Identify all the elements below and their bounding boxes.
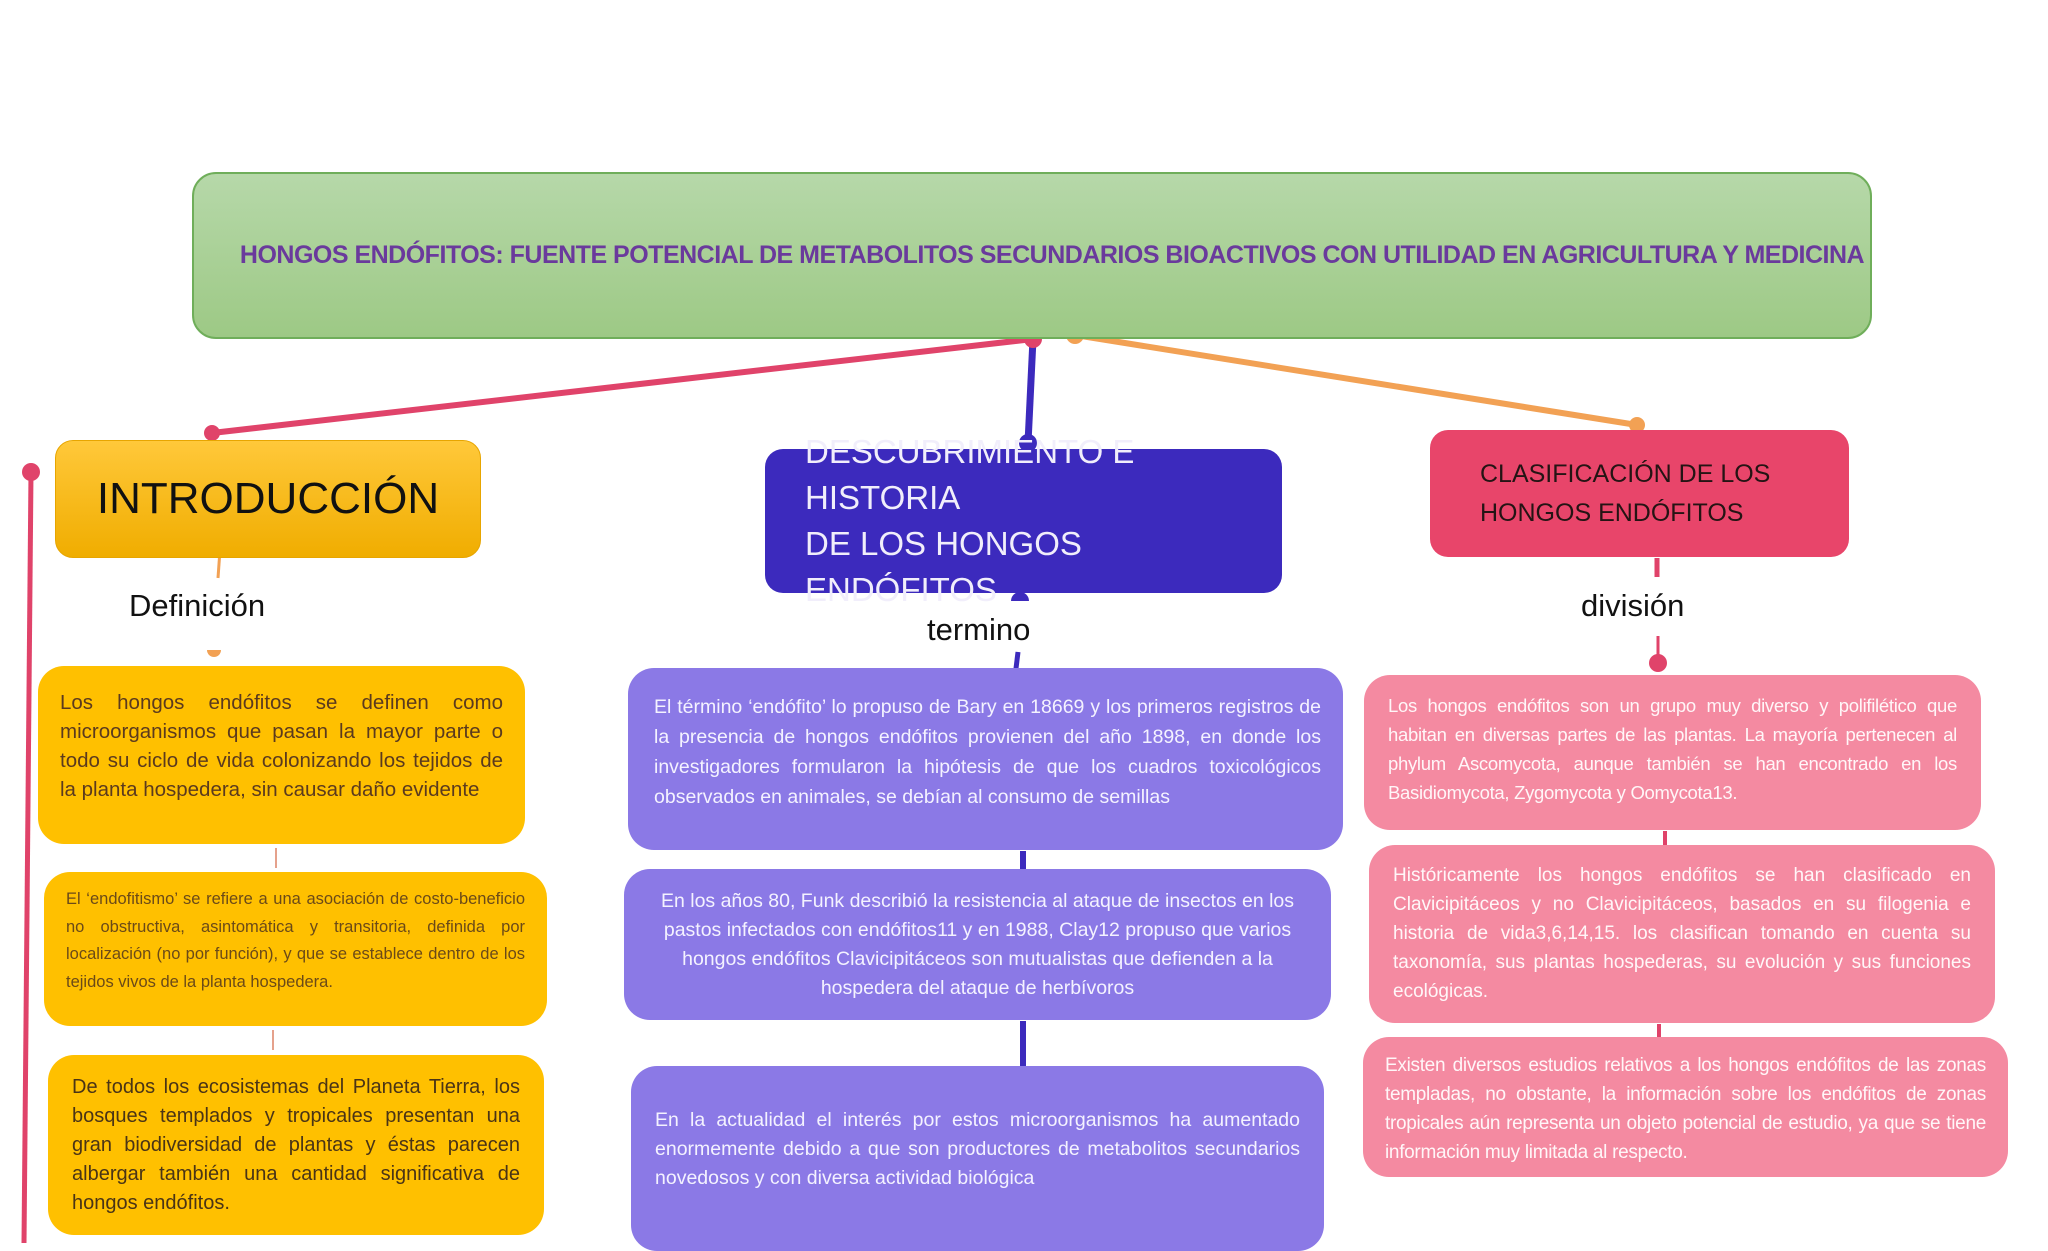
- card-text: Los hongos endófitos se definen como mic…: [60, 691, 503, 801]
- descubrimiento-card: El término ‘endófito’ lo propuso de Bary…: [628, 668, 1343, 850]
- clasificacion-card: Los hongos endófitos son un grupo muy di…: [1364, 675, 1981, 830]
- label-definicion: Definición: [129, 588, 266, 623]
- connector-dot: [1629, 417, 1645, 433]
- clasificacion-card: Existen diversos estudios relativos a lo…: [1363, 1037, 2008, 1177]
- clasificacion-node: CLASIFICACIÓN DE LOS HONGOS ENDÓFITOS: [1430, 430, 1849, 557]
- introduccion-heading: INTRODUCCIÓN: [96, 474, 440, 523]
- introduccion-card: Los hongos endófitos se definen como mic…: [38, 666, 525, 844]
- connector-dot: [1011, 592, 1029, 601]
- descubrimiento-heading-line: DESCUBRIMIENTO E HISTORIA: [805, 433, 1135, 516]
- connector-dot: [204, 425, 220, 441]
- clasificacion-heading: CLASIFICACIÓN DE LOS HONGOS ENDÓFITOS: [1480, 455, 1770, 533]
- connector-left-vertical: [21, 471, 34, 1243]
- card-text: En los años 80, Funk describió la resist…: [660, 890, 1295, 999]
- label-termino: termino: [927, 612, 1031, 647]
- descubrimiento-heading-line: DE LOS HONGOS ENDÓFITOS: [805, 525, 1082, 608]
- card-text: De todos los ecosistemas del Planeta Tie…: [72, 1076, 520, 1214]
- connector-title-clasificacion: [1074, 332, 1638, 428]
- descubrimiento-heading: DESCUBRIMIENTO E HISTORIA DE LOS HONGOS …: [805, 429, 1282, 613]
- clasificacion-heading-line: HONGOS ENDÓFITOS: [1480, 498, 1744, 527]
- connector-dot: [207, 650, 221, 657]
- card-text: En la actualidad el interés por estos mi…: [655, 1109, 1300, 1189]
- title-node: HONGOS ENDÓFITOS: FUENTE POTENCIAL DE ME…: [192, 172, 1872, 339]
- clasificacion-heading-line: CLASIFICACIÓN DE LOS: [1480, 459, 1771, 488]
- introduccion-card: De todos los ecosistemas del Planeta Tie…: [48, 1055, 544, 1235]
- connector-dot: [1649, 654, 1667, 672]
- descubrimiento-node: DESCUBRIMIENTO E HISTORIA DE LOS HONGOS …: [765, 433, 1282, 608]
- introduccion-card: El ‘endofitismo’ se refiere a una asocia…: [44, 872, 547, 1026]
- connector-dot: [22, 463, 40, 481]
- clasificacion-card: Históricamente los hongos endófitos se h…: [1369, 845, 1995, 1023]
- descubrimiento-card: En la actualidad el interés por estos mi…: [631, 1066, 1324, 1251]
- page-title: HONGOS ENDÓFITOS: FUENTE POTENCIAL DE ME…: [239, 241, 1865, 269]
- card-text: Históricamente los hongos endófitos se h…: [1393, 865, 1971, 1002]
- card-text: Existen diversos estudios relativos a lo…: [1385, 1055, 1986, 1163]
- descubrimiento-card: En los años 80, Funk describió la resist…: [624, 869, 1331, 1020]
- card-text: Los hongos endófitos son un grupo muy di…: [1388, 695, 1957, 803]
- connector-title-descubrimiento: [1024, 338, 1037, 444]
- card-text: El ‘endofitismo’ se refiere a una asocia…: [66, 890, 525, 991]
- introduccion-node: INTRODUCCIÓN: [55, 440, 481, 558]
- label-division: división: [1581, 588, 1685, 623]
- connector-title-introduccion: [211, 336, 1034, 436]
- connector-dot: [1019, 434, 1037, 452]
- card-text: El término ‘endófito’ lo propuso de Bary…: [654, 696, 1321, 808]
